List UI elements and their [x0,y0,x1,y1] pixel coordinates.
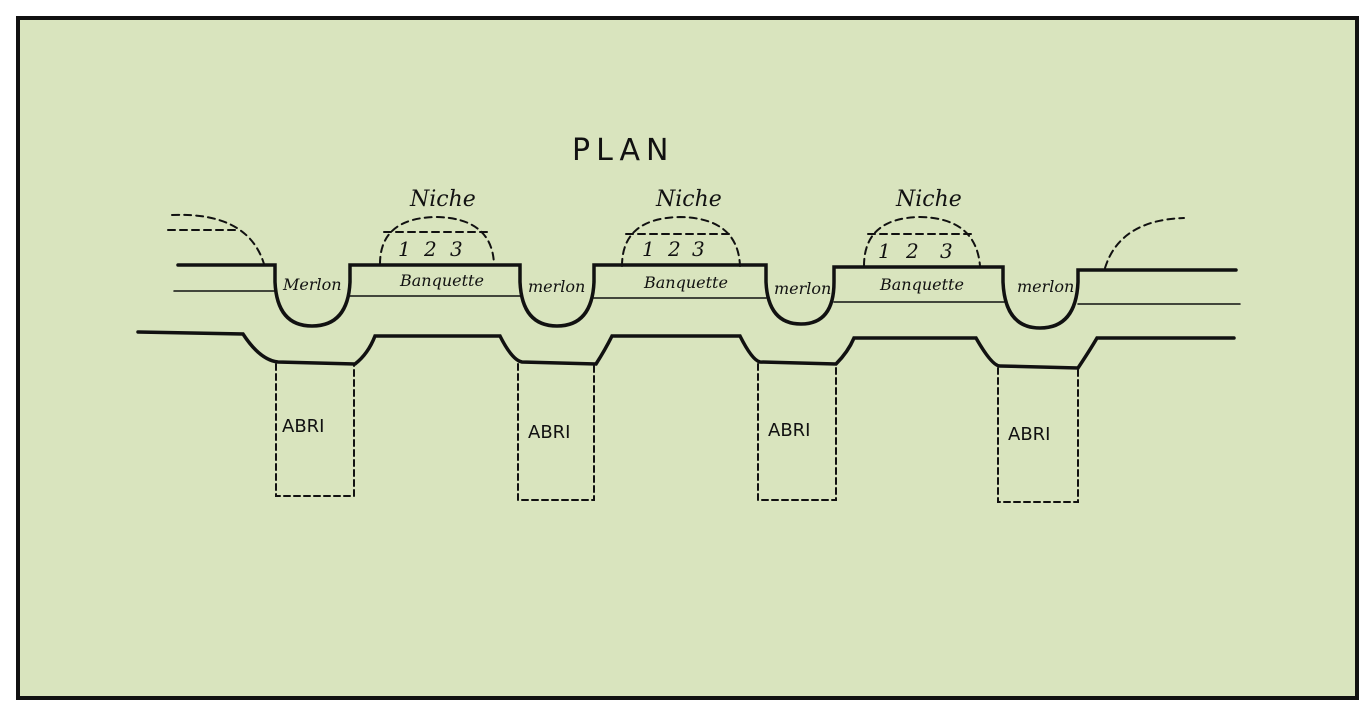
niche-label-1: Niche [409,187,476,212]
shelter-label-1: ABRI [282,416,324,437]
step-3-1: 1 [878,239,891,263]
merlon-label-2: merlon [528,277,585,296]
banquette-label-1: Banquette [399,271,484,290]
merlon-label-4: merlon [1017,277,1074,296]
shelter-label-2: ABRI [528,422,570,443]
shelter-label-4: ABRI [1008,424,1050,445]
banquette-label-3: Banquette [879,275,964,294]
step-2-3: 3 [692,237,705,261]
step-2-1: 1 [642,237,655,261]
front-parapet-line [176,263,1238,330]
banquette-label-2: Banquette [643,273,728,292]
plan-title: PLAN [572,133,674,168]
step-1-2: 2 [423,237,437,261]
rear-wall-line [136,330,1236,370]
step-3-2: 2 [905,239,919,263]
step-3-3: 3 [940,239,953,263]
niche-arcs [167,213,1185,269]
step-1-3: 3 [450,237,463,261]
niche-label-3: Niche [895,187,962,212]
merlon-label-3: merlon [774,279,831,298]
niche-label-2: Niche [655,187,722,212]
step-1-1: 1 [398,237,411,261]
banquette-edge-line [173,290,1241,305]
merlon-label-1: Merlon [282,275,342,294]
shelter-label-3: ABRI [768,420,810,441]
shelters-outline [275,363,1079,503]
drawing-frame [16,16,1359,700]
step-2-2: 2 [667,237,681,261]
